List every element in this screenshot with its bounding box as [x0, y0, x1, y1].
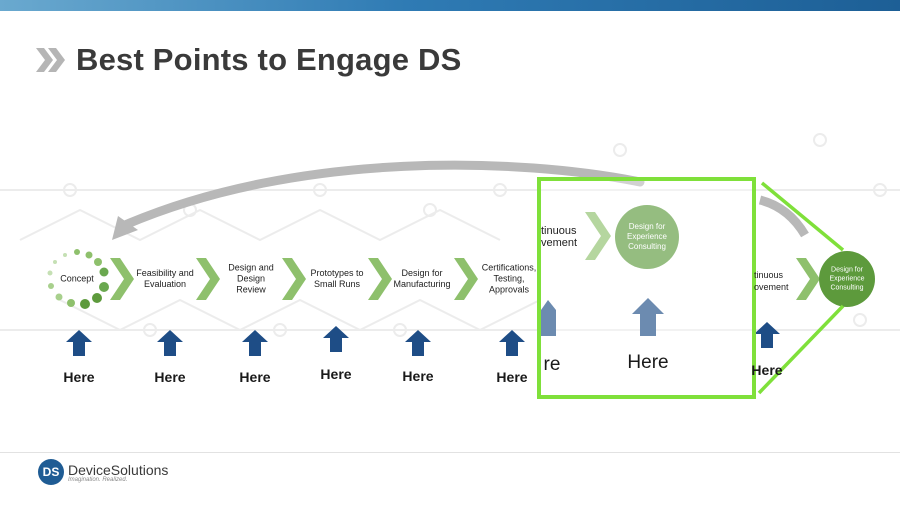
step-dfm: Design for Manufacturing [393, 268, 451, 289]
top-accent-bar [0, 0, 900, 11]
here-label-zoom-partial: re [543, 354, 561, 375]
here-label-6: Here [496, 369, 528, 385]
zoom-partial-label: tinuous vement [541, 225, 578, 249]
circuit-background [0, 133, 900, 337]
right-partial-label: tinuous ovement [754, 270, 789, 292]
right-circle-label: Design for Experience Consulting [829, 266, 865, 292]
step-feasibility: Feasibility and Evaluation [136, 268, 194, 289]
loop-back-arrowhead [112, 216, 138, 240]
step-chevrons [110, 212, 820, 300]
step-concept: Concept [60, 273, 94, 284]
zoom-line-top [760, 181, 845, 252]
here-label-right: Here [751, 362, 783, 378]
loop-back-arrow [120, 160, 645, 230]
zoom-line-bottom [757, 304, 845, 395]
logo-badge: DS [38, 459, 64, 485]
footer-divider [0, 452, 900, 453]
blue-arrows [66, 298, 780, 356]
here-label-zoom: Here [627, 352, 669, 373]
page-title: Best Points to Engage DS [76, 42, 462, 77]
logo-name: DeviceSolutions [68, 461, 169, 478]
here-label-1: Here [63, 369, 95, 385]
step-prototypes: Prototypes to Small Runs [310, 268, 364, 289]
right-loop-arrow [758, 195, 809, 238]
here-label-2: Here [154, 369, 186, 385]
here-label-4: Here [320, 366, 352, 382]
here-label-5: Here [402, 368, 434, 384]
double-chevron-icon [36, 48, 65, 72]
here-label-3: Here [239, 369, 271, 385]
step-certifications: Certifications, Testing, Approvals [481, 262, 537, 295]
step-design-review: Design and Design Review [228, 262, 274, 295]
company-logo: DS DeviceSolutions Imagination. Realized… [38, 459, 168, 485]
title-row: Best Points to Engage DS [34, 38, 461, 82]
zoom-circle-label: Design for Experience Consulting [626, 222, 668, 251]
logo-tagline: Imagination. Realized. [68, 476, 128, 483]
